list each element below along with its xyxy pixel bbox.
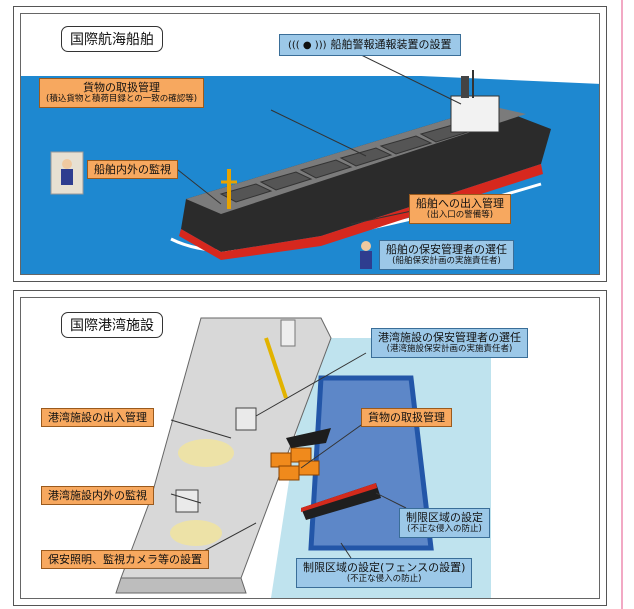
ship-access-callout: 船舶への出入管理 (出入口の警備等) <box>409 194 511 224</box>
ship-cargo-label: 貨物の取扱管理 <box>83 81 161 94</box>
bridge <box>450 95 500 133</box>
guard-figure-icon <box>50 151 84 195</box>
port-panel-title: 国際港湾施設 <box>61 312 163 338</box>
alarm-signal-icon: ((( ● ))) <box>288 40 327 51</box>
port-watch-label: 港湾施設内外の監視 <box>48 489 147 502</box>
port-watch-callout: 港湾施設内外の監視 <box>41 486 154 505</box>
port-access-callout: 港湾施設の出入管理 <box>41 408 154 427</box>
lit-zone-2 <box>170 520 222 546</box>
ship-access-sublabel: (出入口の警備等) <box>426 210 494 220</box>
small-vessel <box>286 428 331 448</box>
port-lighting-callout: 保安照明、監視カメラ等の設置 <box>41 550 209 569</box>
port-restrict-label: 制限区域の設定 <box>406 511 483 524</box>
ship-cargo-sublabel: (積込貨物と積荷目録との一致の確認等) <box>46 94 198 104</box>
ship-officer-sublabel: (船舶保安計画の実施責任者) <box>392 256 501 266</box>
port-fence-label: 制限区域の設定(フェンスの設置) <box>303 561 466 574</box>
bow-mast <box>227 169 231 209</box>
port-office <box>235 407 257 431</box>
ship-officer-icon <box>360 241 372 269</box>
port-cargo-callout: 貨物の取扱管理 <box>361 408 452 427</box>
port-restrict-sublabel: (不正な侵入の防止) <box>407 524 482 534</box>
port-lighting-label: 保安照明、監視カメラ等の設置 <box>48 553 202 566</box>
port-access-label: 港湾施設の出入管理 <box>48 411 147 424</box>
port-building <box>175 489 199 513</box>
ship-watch-label: 船舶内外の監視 <box>94 163 171 176</box>
lit-zone-1 <box>178 439 234 467</box>
hatch-covers <box>219 123 473 203</box>
funnel <box>461 76 469 98</box>
cargo-containers <box>270 447 320 481</box>
ship-alarm-label: 船舶警報通報装置の設置 <box>330 38 452 51</box>
ship-watch-callout: 船舶内外の監視 <box>87 160 178 179</box>
ship-officer-label: 船舶の保安管理者の選任 <box>386 243 507 256</box>
right-accent-line <box>621 0 623 609</box>
tower-building <box>280 319 296 347</box>
ship-panel: 国際航海船舶 ((( ● )))船舶警報通報装置の設置 貨物の取扱管理 (積込貨… <box>13 6 607 282</box>
port-fence-sublabel: (不正な侵入の防止) <box>346 574 422 584</box>
ship-officer-callout: 船舶の保安管理者の選任 (船舶保安計画の実施責任者) <box>379 240 514 270</box>
port-officer-callout: 港湾施設の保安管理者の選任 (港湾施設保安計画の実施責任者) <box>371 328 528 358</box>
ship-alarm-callout: ((( ● )))船舶警報通報装置の設置 <box>279 34 461 56</box>
port-officer-label: 港湾施設の保安管理者の選任 <box>378 331 521 344</box>
ship-panel-title: 国際航海船舶 <box>61 26 163 52</box>
crane-arm <box>264 337 288 399</box>
ship-illustration <box>21 14 599 274</box>
ship-cargo-callout: 貨物の取扱管理 (積込貨物と積荷目録との一致の確認等) <box>39 78 205 108</box>
port-panel: 国際港湾施設 港湾施設の保安管理者の選任 (港湾施設保安計画の実施責任者) 港湾… <box>13 290 607 606</box>
port-panel-inner: 国際港湾施設 港湾施設の保安管理者の選任 (港湾施設保安計画の実施責任者) 港湾… <box>20 297 600 599</box>
port-restrict-callout: 制限区域の設定 (不正な侵入の防止) <box>399 508 490 538</box>
port-fence-callout: 制限区域の設定(フェンスの設置) (不正な侵入の防止) <box>296 558 473 588</box>
ship-panel-inner: 国際航海船舶 ((( ● )))船舶警報通報装置の設置 貨物の取扱管理 (積込貨… <box>20 13 600 275</box>
port-officer-sublabel: (港湾施設保安計画の実施責任者) <box>386 344 513 354</box>
ship-boot-top <box>179 164 543 260</box>
ship-hull <box>181 106 551 252</box>
ship-access-label: 船舶への出入管理 <box>416 197 504 210</box>
port-cargo-label: 貨物の取扱管理 <box>368 411 445 424</box>
